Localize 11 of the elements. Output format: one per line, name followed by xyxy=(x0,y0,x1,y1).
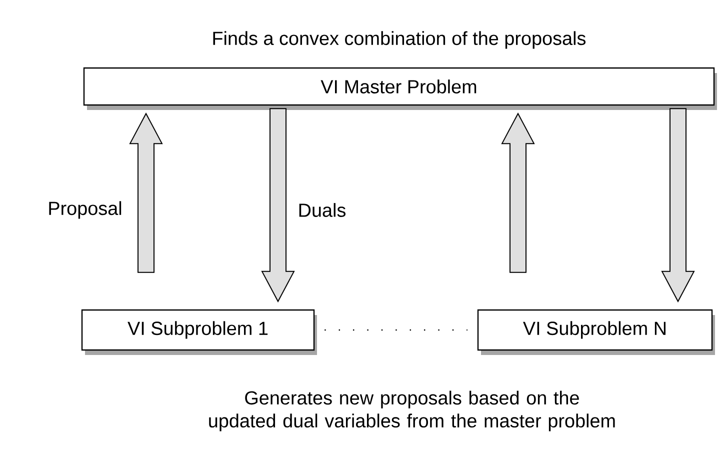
process-box: VI Subproblem 1 xyxy=(81,309,317,355)
block-arrow xyxy=(501,112,535,273)
block-arrow xyxy=(129,112,163,273)
caption-text: Generates new proposals based on the updated dual variables from the master problem xyxy=(209,390,615,432)
heading-text: Finds a convex combination of the proposals xyxy=(213,31,586,49)
process-box: VI Master Problem xyxy=(83,67,717,110)
block-arrow xyxy=(261,108,295,302)
edge-label: Proposal xyxy=(46,200,124,220)
edge-label: Duals xyxy=(296,202,348,218)
block-arrow xyxy=(661,108,695,302)
process-box: VI Subproblem N xyxy=(477,309,715,355)
